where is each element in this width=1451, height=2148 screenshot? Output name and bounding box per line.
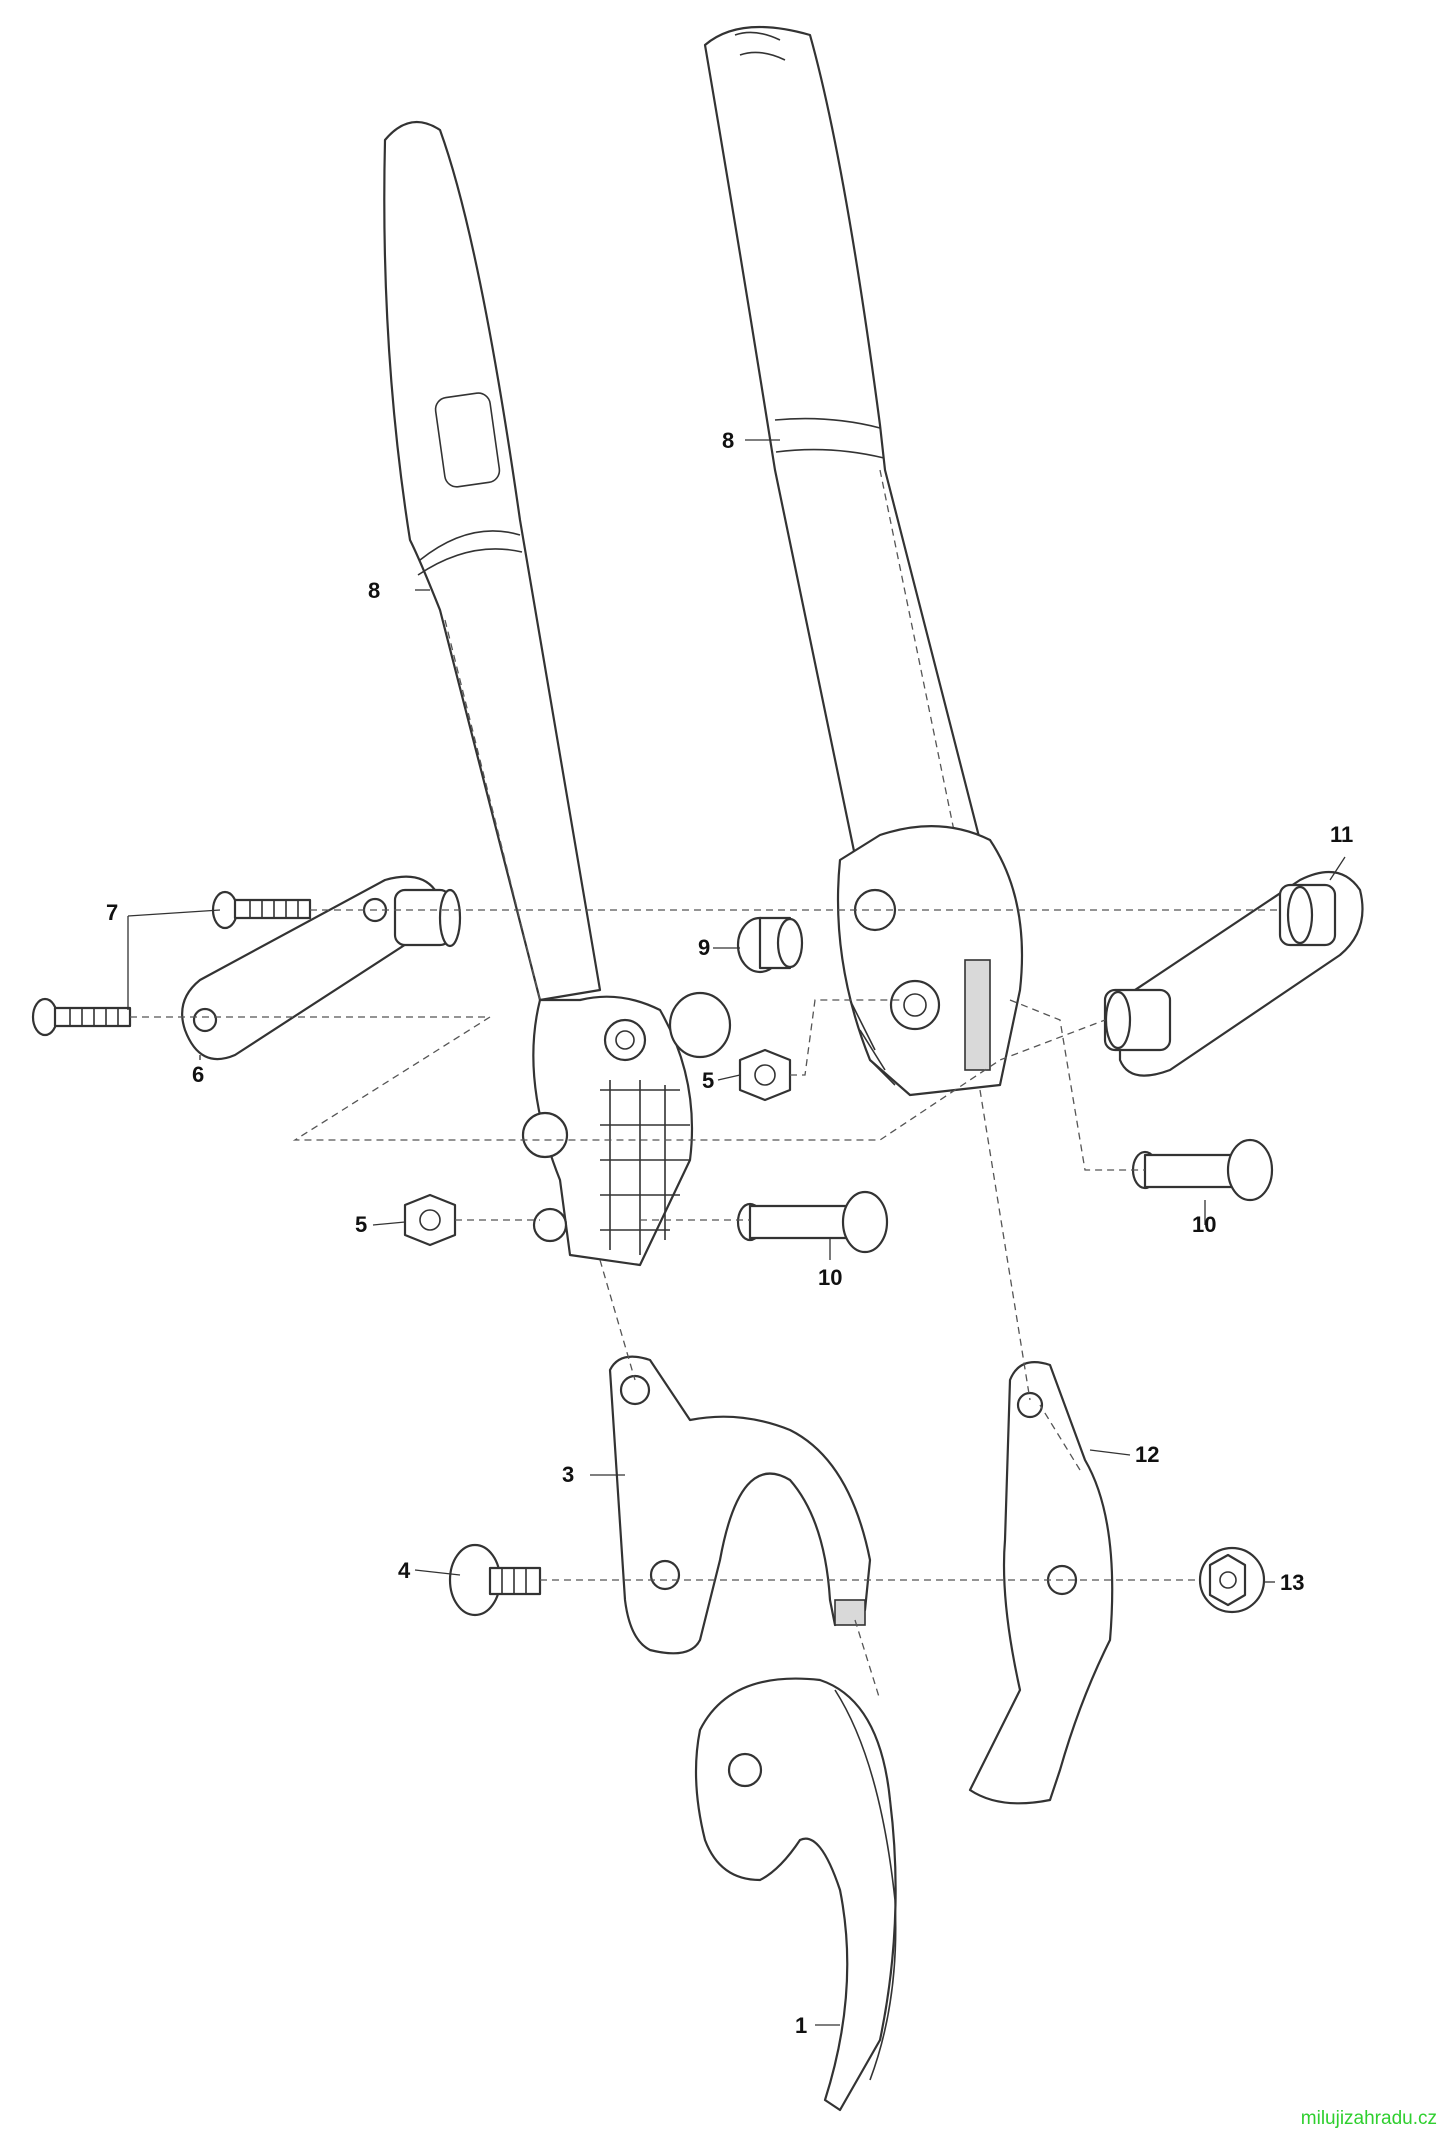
part-3-hook-plate [608, 1355, 872, 1655]
callout-5-upper: 5 [702, 1068, 714, 1093]
callout-10-lower: 10 [818, 1265, 842, 1290]
nut-5-lower [403, 1193, 457, 1247]
assembly-lines [130, 909, 1280, 1701]
callout-8-left: 8 [368, 578, 380, 603]
bolt-10-right [1131, 1138, 1274, 1202]
callout-labels: 8 8 7 6 11 9 5 5 10 10 3 12 4 13 1 [106, 428, 1353, 2038]
part-12-counter-plate [968, 1361, 1114, 1805]
part-9-spacer [668, 916, 804, 1059]
bolt-7-lower [31, 997, 132, 1037]
right-handle [703, 25, 1024, 1097]
left-side-plate [181, 875, 462, 1061]
left-handle [383, 120, 694, 1267]
callout-11: 11 [1330, 822, 1353, 847]
callout-12: 12 [1135, 1442, 1159, 1467]
callout-8-right: 8 [722, 428, 734, 453]
watermark-text: milujizahradu.cz [1300, 2108, 1437, 2129]
leader-lines [127, 439, 1346, 2026]
callout-7: 7 [106, 900, 118, 925]
right-side-plate [1103, 870, 1364, 1077]
callout-1: 1 [795, 2013, 807, 2038]
nut-13 [1198, 1546, 1266, 1614]
callout-6: 6 [192, 1062, 204, 1087]
callout-13: 13 [1280, 1570, 1304, 1595]
part-1-blade [694, 1677, 897, 2112]
bolt-10-lower [736, 1190, 889, 1254]
nut-5-upper [738, 1048, 792, 1102]
callout-4: 4 [398, 1558, 411, 1583]
callout-3: 3 [562, 1462, 574, 1487]
callout-5-lower: 5 [355, 1212, 367, 1237]
bolt-7-upper [211, 890, 312, 930]
callout-9: 9 [698, 935, 710, 960]
callout-10-right: 10 [1192, 1212, 1216, 1237]
bolt-4 [448, 1543, 542, 1617]
